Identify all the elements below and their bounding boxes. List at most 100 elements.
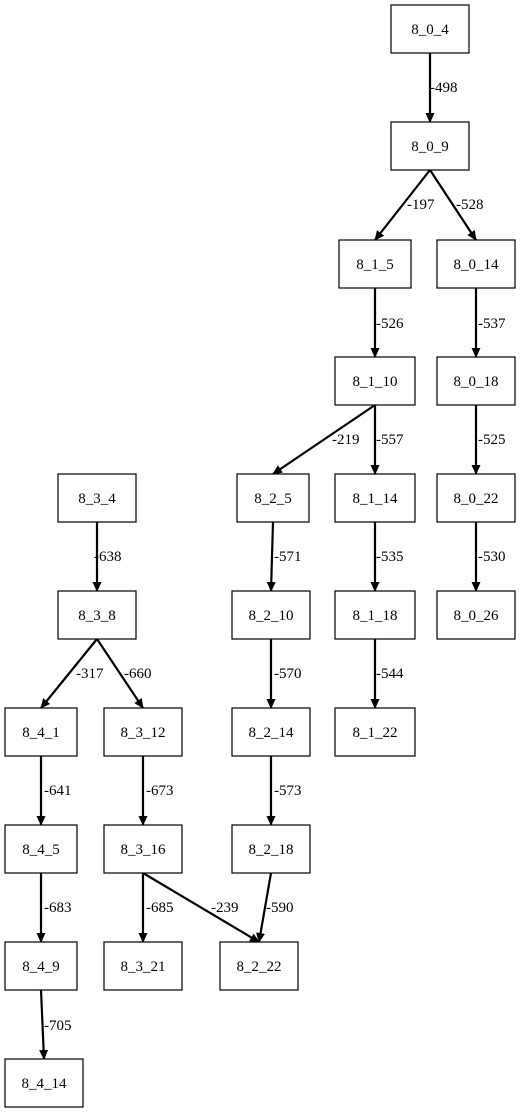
- edge-arrow: [266, 521, 276, 592]
- edge-weight-label: -535: [376, 549, 404, 565]
- node-label: 8_0_4: [411, 22, 449, 38]
- nodes-layer: 8_0_4 8_0_9 8_1_5 8_0_14 8_1_10 8_0_18 8_3_4 8_…: [4, 4, 516, 1108]
- edge-weight-label: -570: [274, 666, 302, 682]
- edge-8-2-14-to-8-2-18: -573: [266, 756, 302, 826]
- edge-8-3-16-to-8-3-21: -685: [138, 873, 174, 943]
- node-box: [334, 473, 416, 523]
- edge-8-0-4-to-8-0-9: -498: [425, 53, 458, 123]
- node-8-1-14: 8_1_14: [334, 473, 416, 523]
- edge-8-3-4-to-8-3-8: -638: [92, 522, 122, 592]
- node-8-0-14: 8_0_14: [436, 239, 516, 289]
- node-label: 8_1_18: [353, 608, 398, 624]
- node-8-0-18: 8_0_18: [436, 356, 516, 406]
- edge-8-3-8-to-8-4-1: -317: [40, 638, 104, 709]
- node-box: [57, 473, 137, 523]
- edge-8-0-9-to-8-1-5: -197: [374, 169, 435, 241]
- node-8-2-14: 8_2_14: [231, 707, 311, 757]
- edge-weight-label: -673: [146, 783, 174, 799]
- edge-8-4-9-to-8-4-14: -705: [39, 989, 72, 1060]
- node-box: [219, 941, 299, 991]
- node-box: [4, 707, 78, 757]
- edge-8-2-5-to-8-2-10: -571: [266, 521, 302, 592]
- node-8-0-26: 8_0_26: [436, 590, 516, 640]
- edge-8-1-10-to-8-2-5: -219: [272, 404, 376, 475]
- edges-layer: -498-197-528-526-537-219-557-525-638-571…: [36, 53, 506, 1060]
- node-label: 8_2_5: [254, 491, 292, 507]
- node-box: [436, 590, 516, 640]
- node-label: 8_0_26: [454, 608, 500, 624]
- edge-arrow: [96, 638, 144, 709]
- node-box: [334, 356, 416, 406]
- node-8-4-14: 8_4_14: [4, 1058, 84, 1108]
- edge-8-2-18-to-8-2-22: -590: [256, 872, 294, 943]
- node-box: [103, 941, 183, 991]
- node-box: [334, 590, 416, 640]
- edge-8-4-5-to-8-4-9: -683: [36, 873, 72, 943]
- edge-weight-label: -641: [44, 783, 72, 799]
- edge-8-0-18-to-8-0-22: -525: [471, 405, 506, 475]
- node-label: 8_4_1: [22, 725, 60, 741]
- edge-weight-label: -638: [94, 549, 122, 565]
- node-8-4-9: 8_4_9: [4, 941, 78, 991]
- edge-8-2-10-to-8-2-14: -570: [266, 639, 302, 709]
- edge-weight-label: -525: [478, 432, 506, 448]
- node-8-1-18: 8_1_18: [334, 590, 416, 640]
- node-8-3-21: 8_3_21: [103, 941, 183, 991]
- node-box: [436, 473, 516, 523]
- edge-weight-label: -498: [430, 80, 458, 96]
- node-label: 8_3_8: [78, 608, 116, 624]
- node-8-4-5: 8_4_5: [4, 824, 78, 874]
- edge-weight-label: -197: [407, 197, 435, 213]
- node-8-2-18: 8_2_18: [231, 824, 311, 874]
- node-label: 8_1_14: [353, 491, 399, 507]
- node-8-2-5: 8_2_5: [236, 473, 310, 523]
- edge-8-1-18-to-8-1-22: -544: [370, 639, 404, 709]
- node-label: 8_0_14: [454, 257, 500, 273]
- node-label: 8_3_4: [78, 491, 116, 507]
- node-label: 8_1_5: [356, 257, 394, 273]
- node-label: 8_1_10: [353, 374, 398, 390]
- edge-weight-label: -705: [44, 1018, 72, 1034]
- node-label: 8_0_18: [454, 374, 499, 390]
- edge-arrow: [142, 872, 260, 943]
- edge-8-1-14-to-8-1-18: -535: [370, 522, 404, 592]
- edge-arrow: [272, 404, 376, 475]
- edge-weight-label: -660: [124, 666, 152, 682]
- edge-weight-label: -685: [146, 900, 174, 916]
- edge-8-3-12-to-8-3-16: -673: [138, 756, 174, 826]
- node-8-1-5: 8_1_5: [338, 239, 412, 289]
- edge-8-3-16-to-8-2-22: -239: [142, 872, 260, 943]
- edge-weight-label: -571: [274, 549, 302, 565]
- node-8-3-8: 8_3_8: [57, 590, 137, 640]
- node-8-2-10: 8_2_10: [231, 590, 311, 640]
- edge-8-0-14-to-8-0-18: -537: [471, 288, 506, 358]
- node-box: [57, 590, 137, 640]
- node-8-3-4: 8_3_4: [57, 473, 137, 523]
- node-box: [103, 824, 183, 874]
- node-label: 8_0_9: [411, 139, 449, 155]
- node-box: [334, 707, 416, 757]
- edge-8-1-5-to-8-1-10: -526: [370, 288, 404, 358]
- node-label: 8_4_9: [22, 959, 60, 975]
- node-label: 8_1_22: [353, 725, 398, 741]
- node-8-0-22: 8_0_22: [436, 473, 516, 523]
- edge-arrow: [429, 169, 477, 241]
- node-box: [390, 4, 470, 54]
- edge-weight-label: -573: [274, 783, 302, 799]
- node-box: [4, 824, 78, 874]
- edge-arrow: [40, 638, 98, 709]
- edge-weight-label: -528: [456, 197, 484, 213]
- edge-weight-label: -219: [332, 432, 360, 448]
- edge-arrow: [374, 169, 431, 241]
- node-8-0-4: 8_0_4: [390, 4, 470, 54]
- node-box: [436, 239, 516, 289]
- node-8-3-16: 8_3_16: [103, 824, 183, 874]
- node-label: 8_2_10: [249, 608, 294, 624]
- node-box: [4, 1058, 84, 1108]
- node-8-3-12: 8_3_12: [103, 707, 183, 757]
- node-8-2-22: 8_2_22: [219, 941, 299, 991]
- node-8-1-10: 8_1_10: [334, 356, 416, 406]
- node-label: 8_4_5: [22, 842, 60, 858]
- node-label: 8_2_14: [249, 725, 295, 741]
